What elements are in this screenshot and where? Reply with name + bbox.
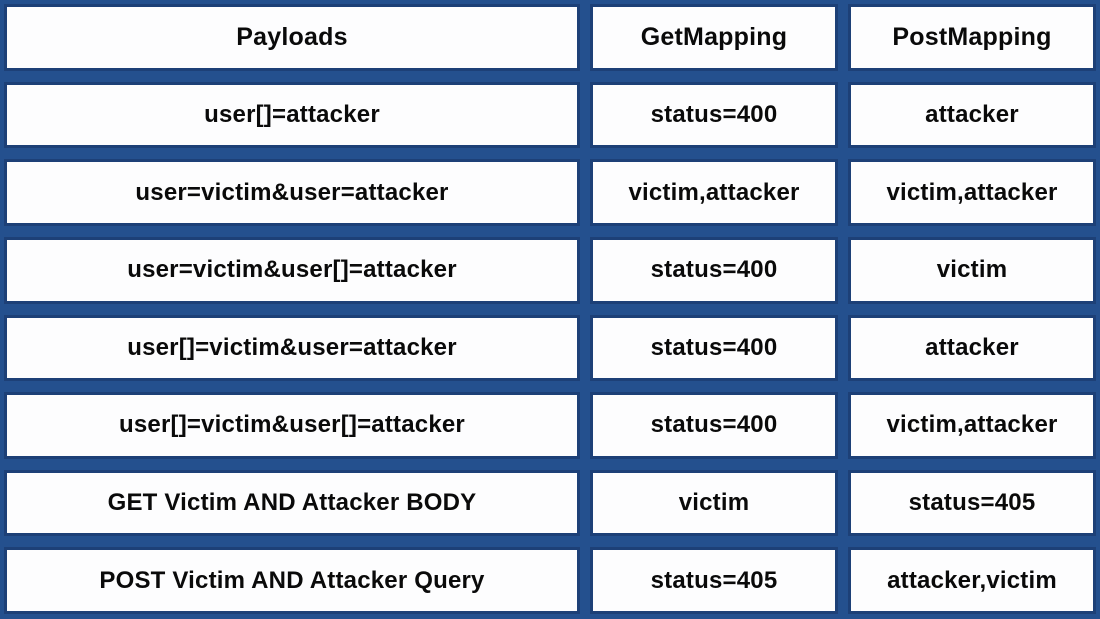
table-cell-row3-payloads: user=victim&user[]=attacker [4, 236, 580, 304]
table-cell-row6-postmapping: status=405 [848, 469, 1096, 537]
table-cell-row4-payloads: user[]=victim&user=attacker [4, 314, 580, 382]
table-cell-row5-postmapping: victim,attacker [848, 392, 1096, 459]
table-cell-row2-postmapping: victim,attacker [848, 159, 1096, 226]
table-cell-row7-postmapping: attacker,victim [848, 547, 1096, 614]
table-cell-row2-payloads: user=victim&user=attacker [4, 159, 580, 226]
header-cell-postmapping: PostMapping [848, 4, 1096, 71]
table-cell-row5-getmapping: status=400 [590, 392, 838, 459]
table-cell-row1-postmapping: attacker [848, 81, 1096, 149]
table-cell-row7-payloads: POST Victim AND Attacker Query [4, 547, 580, 614]
table-cell-row6-getmapping: victim [590, 469, 838, 537]
table-cell-row1-payloads: user[]=attacker [4, 81, 580, 149]
table-cell-row5-payloads: user[]=victim&user[]=attacker [4, 392, 580, 459]
table-cell-row3-postmapping: victim [848, 236, 1096, 304]
table-cell-row6-payloads: GET Victim AND Attacker BODY [4, 469, 580, 537]
table-cell-row7-getmapping: status=405 [590, 547, 838, 614]
table-cell-row3-getmapping: status=400 [590, 236, 838, 304]
table-cell-row1-getmapping: status=400 [590, 81, 838, 149]
header-cell-getmapping: GetMapping [590, 4, 838, 71]
table-cell-row4-getmapping: status=400 [590, 314, 838, 382]
header-cell-payloads: Payloads [4, 4, 580, 71]
table-cell-row4-postmapping: attacker [848, 314, 1096, 382]
table-cell-row2-getmapping: victim,attacker [590, 159, 838, 226]
